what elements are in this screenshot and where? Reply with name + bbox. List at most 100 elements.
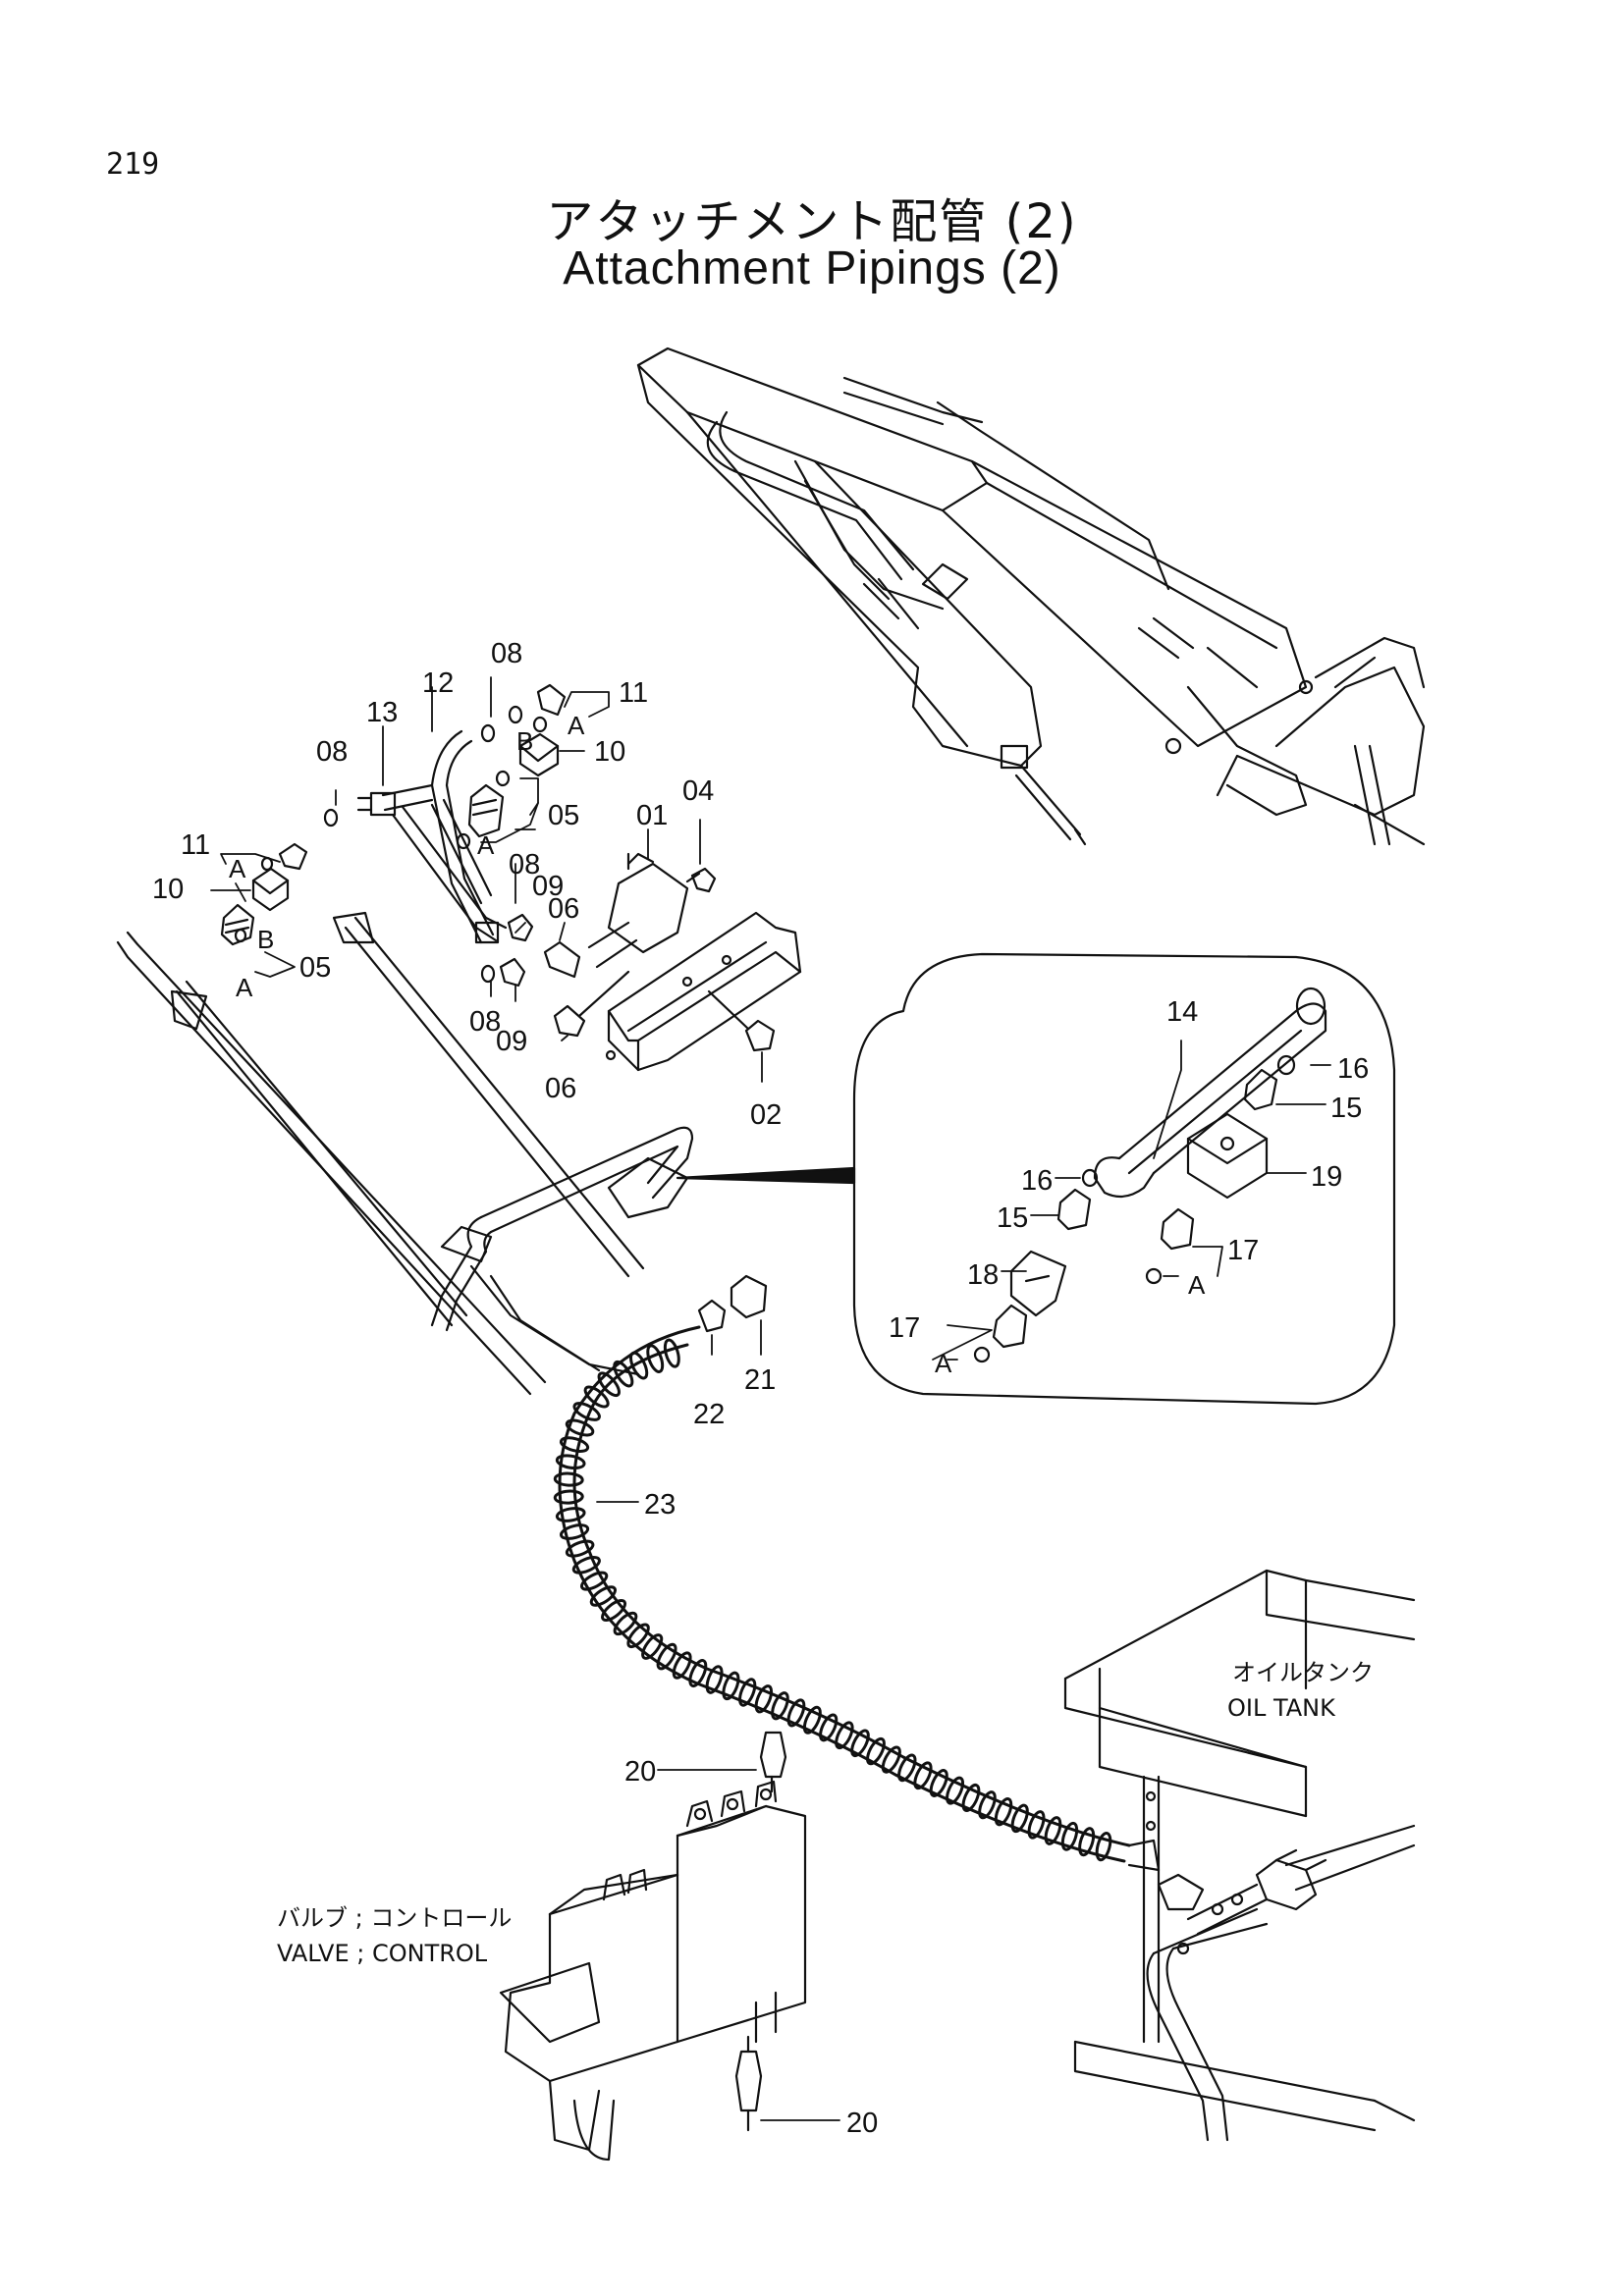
leader-lines bbox=[210, 676, 1331, 2121]
connector-letter-labels: A B A A B A A A bbox=[229, 711, 1206, 1378]
part-label-04: 04 bbox=[682, 775, 714, 807]
hose-corrugation-ring bbox=[553, 1489, 584, 1505]
hose-corrugation-ring bbox=[571, 1556, 601, 1575]
page-number: 219 bbox=[106, 147, 160, 182]
upper-pipe-assembly bbox=[116, 683, 856, 1396]
hose-corrugation-ring bbox=[929, 1769, 948, 1797]
connector-label-a: A bbox=[935, 1349, 952, 1378]
connector-label-a: A bbox=[477, 830, 495, 860]
hose-corrugation-ring bbox=[866, 1736, 886, 1766]
hose-corrugation-ring bbox=[897, 1753, 917, 1783]
part-label-14: 14 bbox=[1166, 996, 1198, 1028]
connector-label-a: A bbox=[568, 711, 585, 740]
hose-corrugation-ring bbox=[583, 1385, 610, 1409]
page-title-japanese: アタッチメント配管 (2) bbox=[546, 194, 1078, 249]
hose-corrugation-ring bbox=[1027, 1810, 1046, 1840]
part-label-12: 12 bbox=[422, 667, 454, 699]
part-label-20: 20 bbox=[846, 2108, 878, 2139]
part-label-19: 19 bbox=[1311, 1161, 1342, 1193]
hose-corrugation-ring bbox=[978, 1790, 997, 1820]
connector-label-b: B bbox=[516, 726, 533, 756]
part-label-23: 23 bbox=[644, 1489, 676, 1521]
valve-caption-en: VALVE ; CONTROL bbox=[277, 1940, 488, 1967]
hose-corrugation-ring bbox=[579, 1571, 609, 1591]
excavator-boom-illustration bbox=[636, 347, 1426, 846]
part-label-17: 17 bbox=[1227, 1235, 1259, 1266]
oil-tank-caption-jp: オイルタンク bbox=[1232, 1659, 1374, 1686]
hose-corrugation-ring bbox=[565, 1418, 595, 1437]
hose-corrugation-ring bbox=[572, 1402, 601, 1421]
hose-corrugation-ring bbox=[946, 1776, 965, 1805]
hose-corrugation-ring bbox=[1044, 1816, 1062, 1845]
connector-label-a: A bbox=[1188, 1270, 1206, 1300]
hose-corrugation-ring bbox=[913, 1761, 933, 1790]
part-label-05: 05 bbox=[299, 952, 331, 984]
part-label-16: 16 bbox=[1021, 1165, 1053, 1197]
part-label-13: 13 bbox=[366, 697, 398, 728]
hose-corrugation-ring bbox=[994, 1797, 1013, 1827]
hose-corrugation-ring bbox=[565, 1539, 595, 1558]
hose-corrugation-ring bbox=[641, 1633, 664, 1660]
hose-corrugation-ring bbox=[555, 1507, 586, 1522]
oil-tank-illustration bbox=[1063, 1569, 1416, 2142]
part-label-02: 02 bbox=[750, 1099, 782, 1131]
hose-23-illustration bbox=[553, 1325, 1161, 1872]
hose-corrugation-ring bbox=[802, 1705, 822, 1735]
hose-corrugation-ring bbox=[961, 1783, 981, 1813]
part-label-15: 15 bbox=[997, 1202, 1028, 1234]
control-valve-illustration bbox=[499, 1731, 807, 2162]
part-label-21: 21 bbox=[744, 1364, 776, 1396]
part-label-15: 15 bbox=[1330, 1093, 1362, 1124]
hose-corrugation-ring bbox=[1010, 1803, 1029, 1834]
part-label-06: 06 bbox=[548, 893, 579, 925]
hose-corrugation-ring bbox=[705, 1665, 724, 1694]
hose-corrugation-ring bbox=[738, 1678, 757, 1707]
part-label-10: 10 bbox=[594, 736, 625, 768]
hose-corrugation-ring bbox=[1095, 1831, 1112, 1862]
part-label-16: 16 bbox=[1337, 1053, 1369, 1085]
hose-corrugation-ring bbox=[626, 1623, 650, 1649]
hose-corrugation-ring bbox=[613, 1360, 634, 1388]
hose-corrugation-ring bbox=[881, 1745, 901, 1774]
connector-label-a: A bbox=[229, 854, 246, 883]
part-label-08: 08 bbox=[491, 638, 522, 669]
hose-corrugation-ring bbox=[771, 1691, 789, 1721]
hose-corrugation-ring bbox=[786, 1698, 806, 1728]
part-label-17: 17 bbox=[889, 1312, 920, 1344]
part-label-05: 05 bbox=[548, 800, 579, 831]
part-label-10: 10 bbox=[152, 874, 184, 905]
part-label-08: 08 bbox=[469, 1006, 501, 1038]
hose-corrugation-ring bbox=[601, 1599, 627, 1622]
hose-corrugation-ring bbox=[754, 1684, 774, 1714]
hose-corrugation-ring bbox=[1060, 1821, 1079, 1851]
part-label-11: 11 bbox=[619, 677, 648, 709]
page-title-english: Attachment Pipings (2) bbox=[563, 242, 1061, 294]
oil-tank-caption-en: OIL TANK bbox=[1227, 1694, 1336, 1722]
part-label-08: 08 bbox=[316, 736, 348, 768]
hose-corrugation-ring bbox=[597, 1371, 621, 1398]
hose-corrugation-ring bbox=[646, 1344, 665, 1373]
hose-corrugation-ring bbox=[559, 1523, 590, 1540]
hose-corrugation-ring bbox=[589, 1585, 618, 1607]
hose-corrugation-ring bbox=[672, 1651, 692, 1680]
hose-corrugation-ring bbox=[1078, 1827, 1096, 1857]
hose-corrugation-ring bbox=[722, 1671, 740, 1701]
hose-corrugation-ring bbox=[656, 1642, 677, 1671]
valve-caption-jp: バルブ ; コントロール bbox=[277, 1904, 512, 1932]
part-label-22: 22 bbox=[693, 1399, 725, 1430]
part-label-09: 09 bbox=[532, 871, 564, 902]
hose-corrugation-ring bbox=[613, 1611, 638, 1636]
connector-label-a: A bbox=[236, 973, 253, 1002]
part-number-labels: 08 12 13 08 11 10 05 11 10 05 01 04 08 0… bbox=[152, 638, 1369, 2139]
part-label-01: 01 bbox=[636, 800, 668, 831]
part-label-06: 06 bbox=[545, 1073, 576, 1104]
part-label-11: 11 bbox=[181, 829, 210, 861]
hose-corrugation-ring bbox=[850, 1729, 870, 1758]
hose-corrugation-ring bbox=[553, 1471, 584, 1487]
hose-corrugation-ring bbox=[835, 1721, 854, 1750]
connector-label-b: B bbox=[257, 925, 274, 954]
hose-corrugation-ring bbox=[819, 1713, 839, 1742]
part-label-09: 09 bbox=[496, 1026, 527, 1057]
